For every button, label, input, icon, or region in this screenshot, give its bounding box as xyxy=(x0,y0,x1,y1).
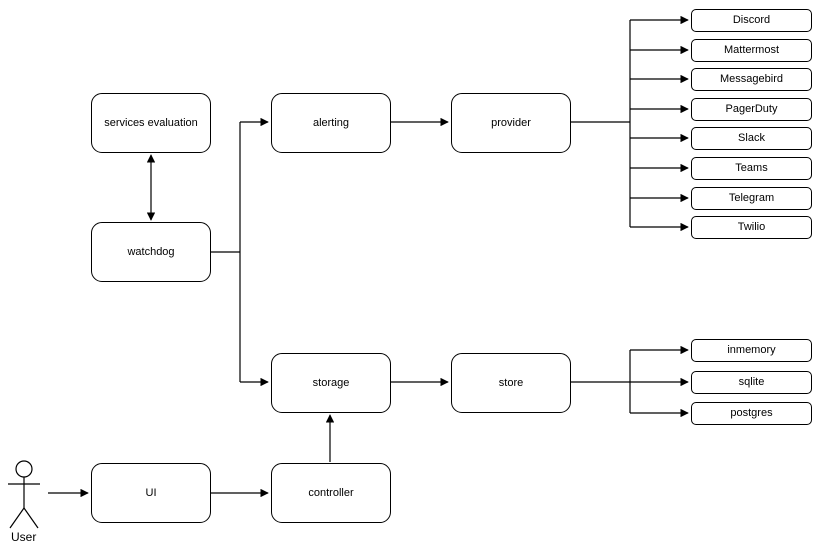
node-services-evaluation-label: services evaluation xyxy=(104,116,198,129)
node-provider-slack[interactable]: Slack xyxy=(691,127,812,150)
node-provider-teams-label: Teams xyxy=(735,162,768,174)
node-provider-slack-label: Slack xyxy=(738,132,765,144)
node-watchdog[interactable]: watchdog xyxy=(91,222,211,282)
node-alerting[interactable]: alerting xyxy=(271,93,391,153)
node-provider-twilio-label: Twilio xyxy=(737,221,766,233)
node-storage[interactable]: storage xyxy=(271,353,391,413)
node-provider-pagerduty[interactable]: PagerDuty xyxy=(691,98,812,121)
node-watchdog-label: watchdog xyxy=(127,245,175,258)
node-provider-mattermost-label: Mattermost xyxy=(723,44,779,56)
node-storage-label: storage xyxy=(312,376,350,389)
node-controller-label: controller xyxy=(308,486,354,499)
user-actor-label: User xyxy=(11,530,37,544)
node-store-sqlite-label: sqlite xyxy=(738,376,765,388)
node-provider-messagebird-label: Messagebird xyxy=(720,73,783,85)
node-provider-twilio[interactable]: Twilio xyxy=(691,216,812,239)
node-services-evaluation[interactable]: services evaluation xyxy=(91,93,211,153)
node-provider-discord-label: Discord xyxy=(732,14,771,26)
node-store-postgres[interactable]: postgres xyxy=(691,402,812,425)
node-provider-telegram[interactable]: Telegram xyxy=(691,187,812,210)
node-store[interactable]: store xyxy=(451,353,571,413)
node-ui[interactable]: UI xyxy=(91,463,211,523)
node-provider-messagebird[interactable]: Messagebird xyxy=(691,68,812,91)
node-store-inmemory-label: inmemory xyxy=(727,344,776,356)
node-controller[interactable]: controller xyxy=(271,463,391,523)
node-store-label: store xyxy=(498,376,524,389)
node-provider[interactable]: provider xyxy=(451,93,571,153)
user-actor-figure xyxy=(8,460,40,529)
node-alerting-label: alerting xyxy=(312,116,350,129)
node-provider-pagerduty-label: PagerDuty xyxy=(725,103,778,115)
node-store-inmemory[interactable]: inmemory xyxy=(691,339,812,362)
node-provider-discord[interactable]: Discord xyxy=(691,9,812,32)
node-provider-telegram-label: Telegram xyxy=(728,192,775,204)
node-store-sqlite[interactable]: sqlite xyxy=(691,371,812,394)
node-provider-mattermost[interactable]: Mattermost xyxy=(691,39,812,62)
node-store-postgres-label: postgres xyxy=(730,407,773,419)
node-provider-label: provider xyxy=(491,116,531,129)
node-ui-label: UI xyxy=(145,486,157,499)
node-provider-teams[interactable]: Teams xyxy=(691,157,812,180)
